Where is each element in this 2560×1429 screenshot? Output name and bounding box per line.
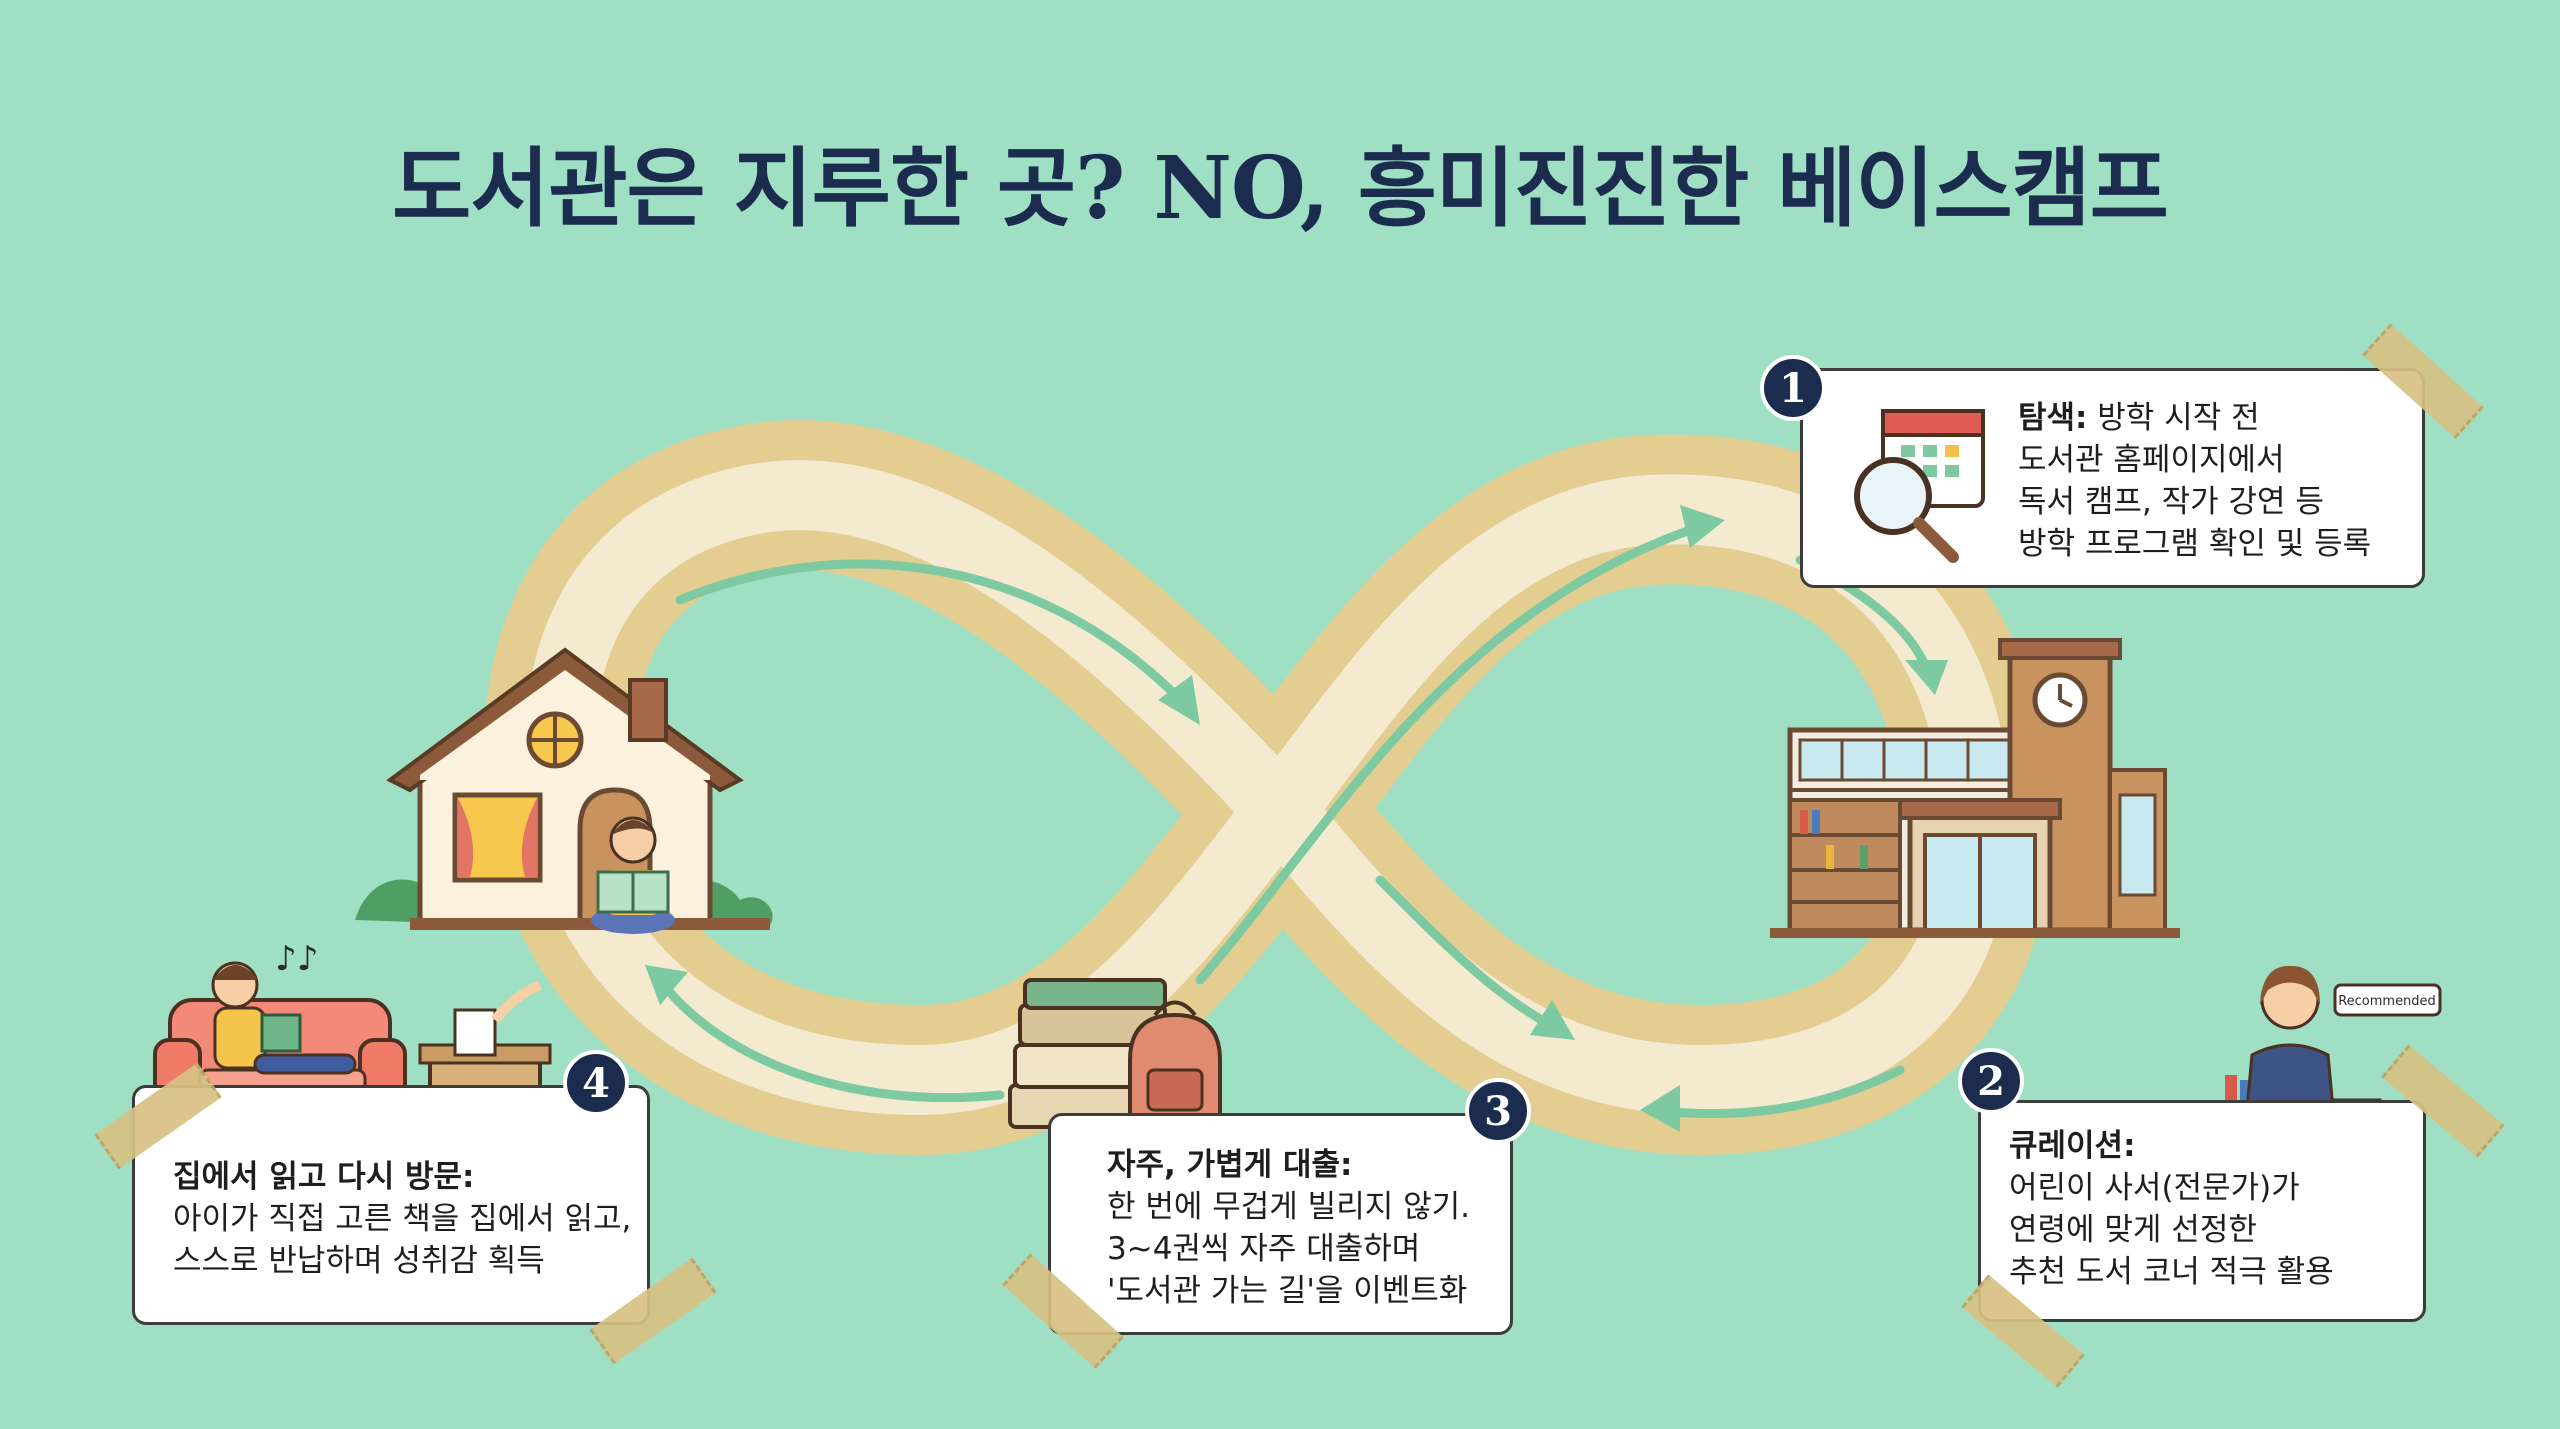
step-4-line-2: 스스로 반납하며 성취감 획득	[173, 1243, 545, 1279]
recommended-sign: Recommended	[2338, 994, 2436, 1009]
step-1-line-3: 방학 프로그램 확인 및 등록	[2018, 526, 2372, 562]
step-1-heading-line: 탐색: 방학 시작 전	[2018, 397, 2371, 439]
step-badge-2: 2	[1958, 1048, 2024, 1114]
step-card-1: 탐색: 방학 시작 전 도서관 홈페이지에서 독서 캠프, 작가 강연 등 방학…	[1800, 368, 2425, 588]
library-building-icon	[1770, 638, 2180, 938]
svg-text:♪♪: ♪♪	[275, 939, 318, 979]
arrow-head	[1680, 505, 1725, 548]
step-1-heading: 탐색:	[2018, 400, 2088, 436]
step-3-line-1: 한 번에 무겁게 빌리지 않기.	[1107, 1189, 1470, 1225]
step-4-line-1: 아이가 직접 고른 책을 집에서 읽고,	[173, 1201, 632, 1237]
step-1-line-2: 독서 캠프, 작가 강연 등	[2018, 484, 2324, 520]
arrow-right-bottom	[1645, 1065, 1905, 1119]
step-1-heading-rest: 방학 시작 전	[2087, 400, 2260, 436]
page-title: 도서관은 지루한 곳? NO, 흥미진진한 베이스캠프	[392, 138, 2169, 239]
step-card-4: 집에서 읽고 다시 방문: 아이가 직접 고른 책을 집에서 읽고, 스스로 반…	[132, 1085, 650, 1325]
calendar-magnifier-icon	[1854, 409, 1985, 563]
arrow-lower-center	[1375, 875, 1565, 1035]
step-1-line-1: 도서관 홈페이지에서	[2018, 442, 2285, 478]
house-icon	[355, 647, 773, 934]
step-2-line-3: 추천 도서 코너 적극 활용	[2009, 1254, 2334, 1290]
step-badge-1: 1	[1760, 355, 1826, 421]
step-4-heading: 집에서 읽고 다시 방문:	[173, 1159, 475, 1195]
infinity-loop	[483, 420, 2052, 1155]
arrow-head	[1640, 1085, 1680, 1132]
step-badge-4: 4	[563, 1050, 629, 1116]
step-card-3: 자주, 가볍게 대출: 한 번에 무겁게 빌리지 않기. 3~4권씩 자주 대출…	[1048, 1113, 1513, 1335]
step-card-2: 큐레이션: 어린이 사서(전문가)가 연령에 맞게 선정한 추천 도서 코너 적…	[1978, 1100, 2426, 1322]
arrow-head	[1158, 675, 1200, 725]
step-3-line-3: '도서관 가는 길'을 이벤트화	[1107, 1273, 1468, 1309]
step-3-heading: 자주, 가볍게 대출:	[1107, 1147, 1353, 1183]
step-2-line-1: 어린이 사서(전문가)가	[2009, 1170, 2300, 1206]
arrow-upper-left	[675, 559, 1195, 715]
step-2-line-2: 연령에 맞게 선정한	[2009, 1212, 2257, 1248]
flow-arrows	[645, 505, 1948, 1132]
arrow-head	[1530, 1000, 1575, 1040]
arrow-lower-left	[655, 975, 1005, 1103]
arrow-head	[1905, 660, 1948, 695]
arrow-center	[1195, 525, 1695, 985]
step-2-heading: 큐레이션:	[2009, 1128, 2136, 1164]
step-3-line-2: 3~4권씩 자주 대출하며	[1107, 1231, 1421, 1267]
arrow-head	[645, 965, 688, 1005]
step-badge-3: 3	[1465, 1078, 1531, 1144]
